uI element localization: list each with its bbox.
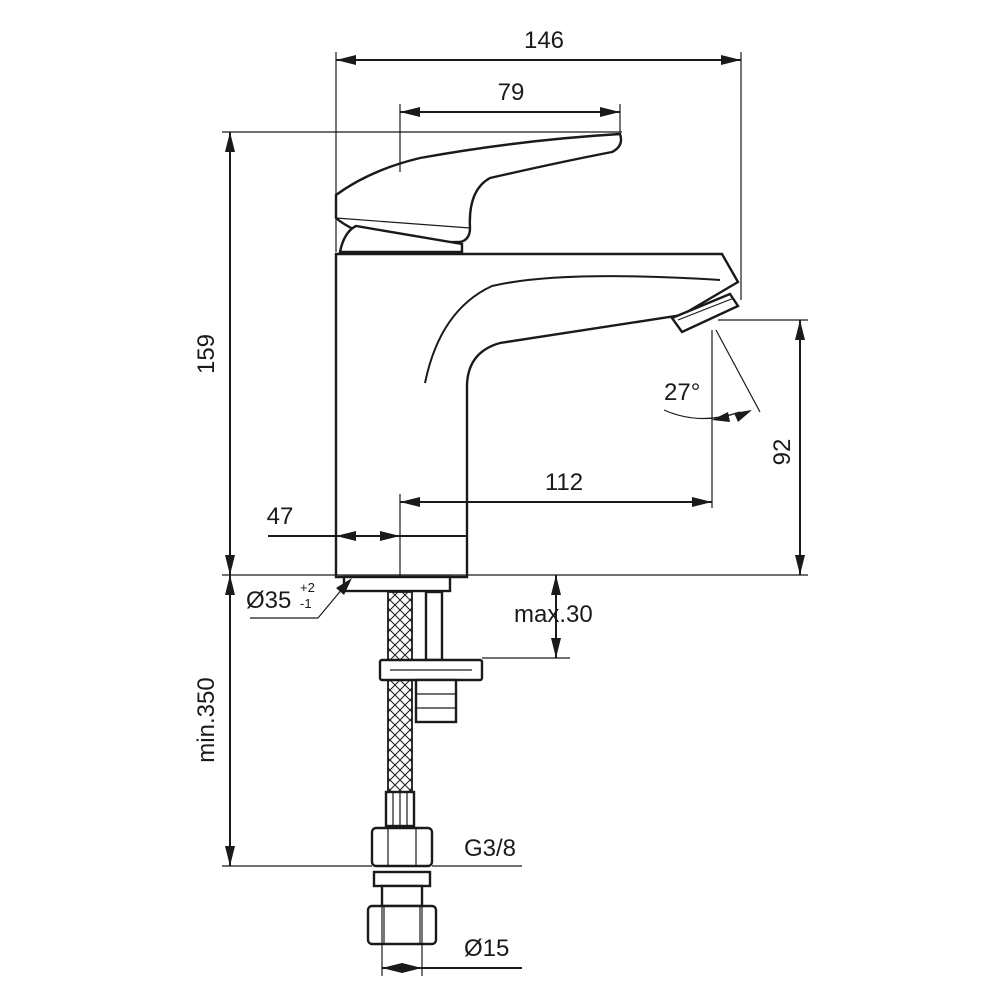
union-nut xyxy=(370,826,434,868)
dim-spray-angle: 27° xyxy=(664,379,700,406)
dim-connection-diameter: Ø15 xyxy=(464,935,509,962)
dim-hole-tolerance-plus: +2 xyxy=(300,580,315,595)
dim-axis-offset: 47 xyxy=(267,503,294,530)
threaded-rod xyxy=(424,590,444,662)
dim-hole-diameter: Ø35 xyxy=(246,587,291,614)
dim-lever-length: 79 xyxy=(498,79,525,106)
dim-total-height: 159 xyxy=(193,334,220,374)
lever-handle xyxy=(334,132,623,245)
adapter-ring xyxy=(372,870,432,888)
dimension-lines xyxy=(222,52,808,976)
dim-total-width: 146 xyxy=(524,27,564,54)
compression-nut xyxy=(366,904,438,946)
dim-spout-height: 92 xyxy=(769,439,796,466)
dim-hole-tolerance-minus: -1 xyxy=(300,596,312,611)
fixing-nut xyxy=(414,678,458,724)
cartridge xyxy=(338,224,464,254)
flexible-hose xyxy=(387,591,413,793)
base-ring xyxy=(342,575,452,593)
dim-spout-reach: 112 xyxy=(545,469,583,496)
dim-hose-length: min.350 xyxy=(193,677,220,762)
faucet-outline xyxy=(334,132,740,593)
dim-thread: G3/8 xyxy=(464,835,516,862)
dim-max-thickness: max.30 xyxy=(514,601,593,628)
adapter-body xyxy=(380,884,424,908)
body-curve xyxy=(424,275,721,384)
installation-set xyxy=(366,590,484,946)
